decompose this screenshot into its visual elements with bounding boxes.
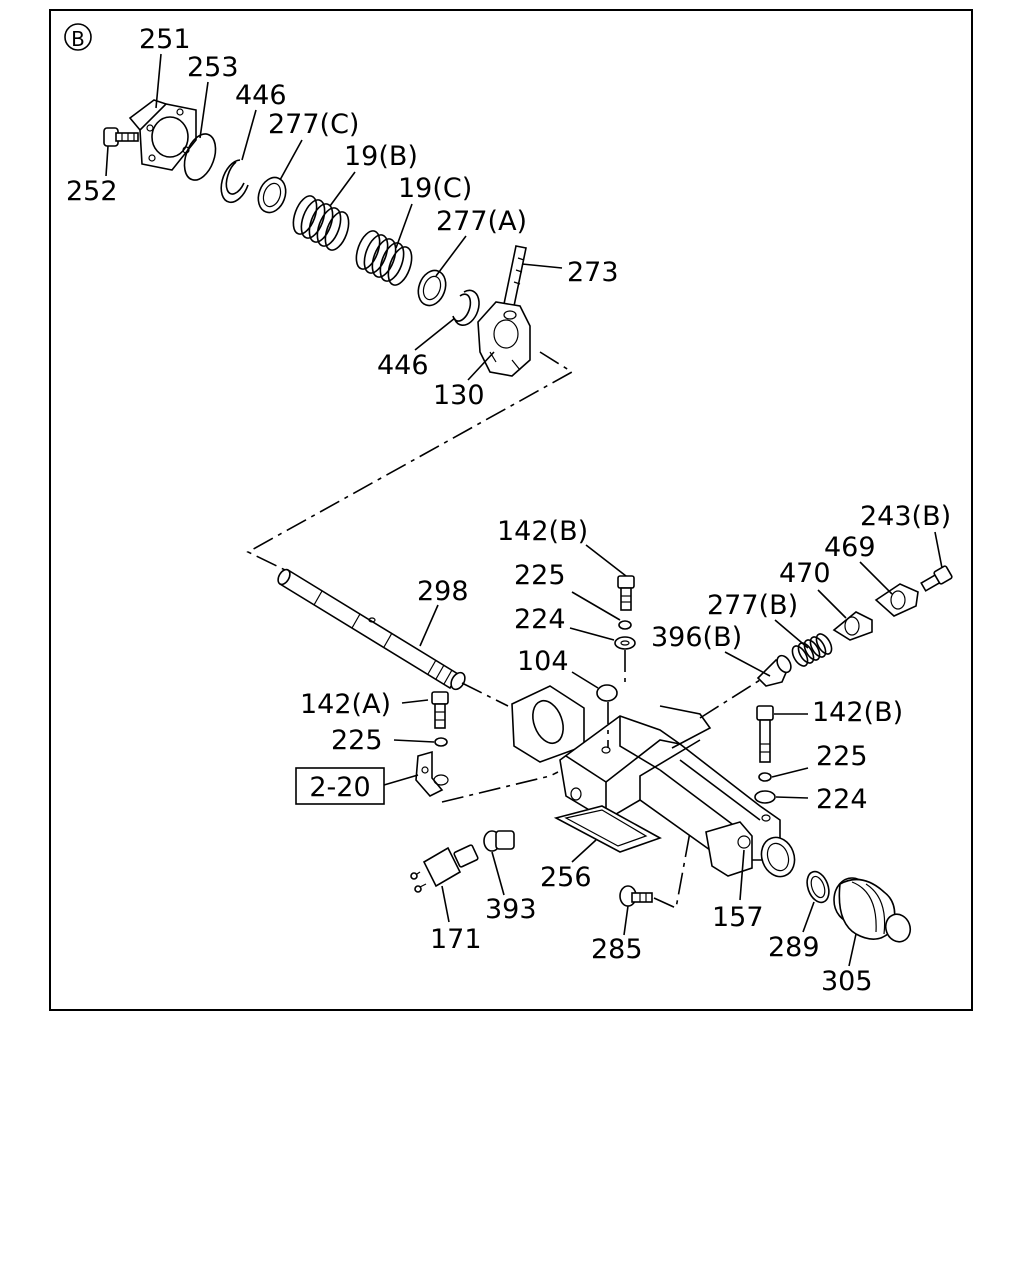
label-130: 130 (433, 380, 485, 411)
section-marker: B (64, 23, 92, 51)
washer-224-top[interactable] (614, 636, 636, 650)
boss-157[interactable] (705, 821, 800, 881)
label-224-top: 224 (514, 604, 566, 635)
bolt-142a[interactable] (431, 691, 449, 729)
label-19b: 19(B) (344, 141, 418, 172)
label-277c: 277(C) (268, 109, 359, 140)
label-277a: 277(A) (436, 206, 527, 237)
gasket-470[interactable] (832, 611, 873, 641)
svg-text:2-20: 2-20 (309, 772, 370, 803)
cover-469[interactable] (874, 583, 919, 617)
label-142a: 142(A) (300, 689, 391, 720)
gasket-256[interactable] (553, 805, 662, 853)
plunger-396b[interactable] (756, 653, 794, 687)
label-277b: 277(B) (707, 590, 798, 621)
plug-393[interactable] (483, 830, 515, 852)
washer-225-left[interactable] (434, 737, 448, 747)
spring-277b[interactable] (789, 631, 834, 668)
label-142b-top: 142(B) (497, 516, 588, 547)
diagram-frame (49, 9, 973, 1011)
o-ring-253[interactable] (179, 130, 222, 185)
label-224-right: 224 (816, 784, 868, 815)
reference-box-2-20[interactable]: 2-20 (295, 767, 385, 805)
label-104: 104 (517, 646, 569, 677)
pin-273[interactable] (503, 245, 527, 307)
leader-lines (105, 53, 943, 967)
label-446-upper: 446 (235, 80, 287, 111)
label-19c: 19(C) (398, 173, 472, 204)
label-446-lower: 446 (377, 350, 429, 381)
snap-ring-446-lower[interactable] (452, 289, 480, 326)
bolt-252[interactable] (103, 127, 139, 147)
label-252: 252 (66, 176, 118, 207)
label-225-left: 225 (331, 725, 383, 756)
bolt-285[interactable] (619, 885, 653, 907)
label-396b: 396(B) (651, 622, 742, 653)
label-256: 256 (540, 862, 592, 893)
bolt-243b[interactable] (920, 565, 953, 592)
label-469: 469 (824, 532, 876, 563)
spring-19b[interactable] (289, 193, 353, 253)
label-251: 251 (139, 24, 191, 55)
switch-171[interactable] (410, 844, 479, 893)
svg-text:B: B (71, 27, 85, 51)
label-142b-right: 142(B) (812, 697, 903, 728)
label-289: 289 (768, 932, 820, 963)
plug-104[interactable] (596, 684, 618, 702)
label-225-right: 225 (816, 741, 868, 772)
label-273: 273 (567, 257, 619, 288)
boot-305[interactable] (833, 877, 914, 945)
washer-224-right[interactable] (754, 790, 776, 804)
connector-line-upper (246, 351, 574, 571)
spring-19c[interactable] (352, 228, 416, 288)
label-171: 171 (430, 924, 482, 955)
bolt-142b-right[interactable] (756, 705, 774, 763)
label-243b: 243(B) (860, 501, 951, 532)
ring-289[interactable] (803, 869, 833, 906)
label-305: 305 (821, 966, 873, 997)
label-157: 157 (712, 902, 764, 933)
bracket-2-20[interactable] (415, 750, 449, 797)
bolt-142b-top[interactable] (617, 575, 635, 611)
washer-225-right[interactable] (758, 772, 772, 782)
shaft-298[interactable] (276, 568, 468, 692)
label-298: 298 (417, 576, 469, 607)
label-285: 285 (591, 934, 643, 965)
washer-225-top[interactable] (618, 620, 632, 630)
label-393: 393 (485, 894, 537, 925)
label-225-top: 225 (514, 560, 566, 591)
bushing-277a[interactable] (414, 267, 451, 310)
snap-ring-446-upper[interactable] (220, 159, 249, 204)
label-470: 470 (779, 558, 831, 589)
shift-block-130[interactable] (477, 301, 531, 377)
bushing-277c[interactable] (254, 174, 291, 217)
housing-body[interactable] (511, 685, 781, 861)
flange-251[interactable] (128, 99, 197, 171)
label-253: 253 (187, 52, 239, 83)
